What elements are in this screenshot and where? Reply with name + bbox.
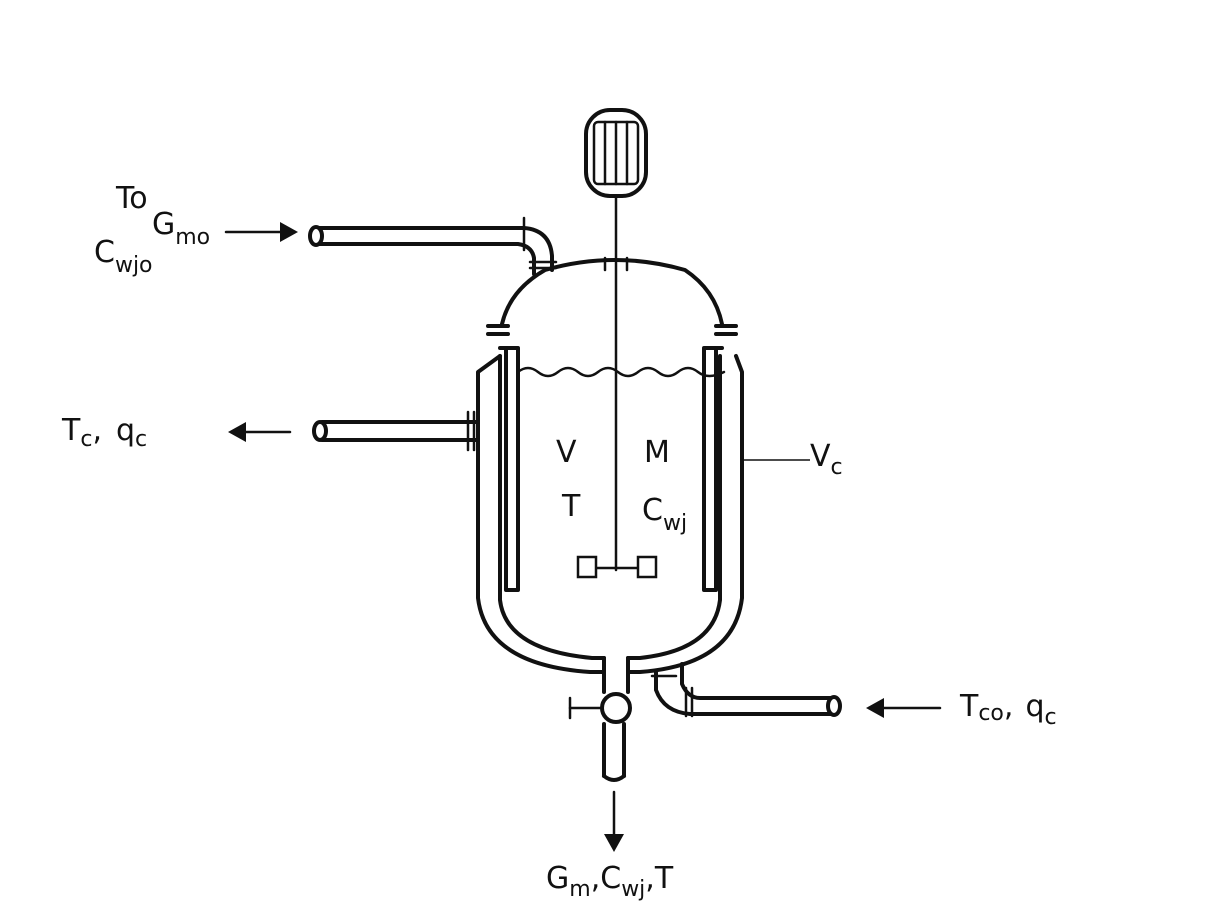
agitator — [576, 194, 658, 579]
feed-flow-label: Gmo — [152, 207, 210, 250]
vessel-head — [486, 256, 738, 336]
feed-concentration-label: Cwjo — [94, 235, 153, 278]
vessel-concentration-label: Cwj — [642, 493, 687, 536]
liquid-surface — [516, 366, 726, 378]
jacket-volume-label: Vc — [810, 439, 843, 480]
vessel-wall — [498, 346, 724, 592]
feed-inlet-pipe — [224, 216, 558, 276]
feed-temperature-label: To — [115, 181, 148, 216]
coolant-inlet-pipe — [650, 662, 942, 718]
bottom-outlet — [568, 656, 632, 852]
motor — [584, 108, 648, 198]
coolant-inlet-label: Tco,qc — [959, 689, 1057, 730]
coolant-outlet-label: Tc,qc — [61, 413, 147, 452]
jacket — [476, 354, 744, 674]
outlet-stream-label: Gm,Cwj,T — [546, 861, 674, 902]
vessel-mass-label: M — [644, 435, 670, 470]
coolant-outlet-pipe — [228, 410, 480, 452]
vessel-temperature-label: T — [561, 489, 581, 524]
vessel-volume-label: V — [556, 435, 577, 470]
